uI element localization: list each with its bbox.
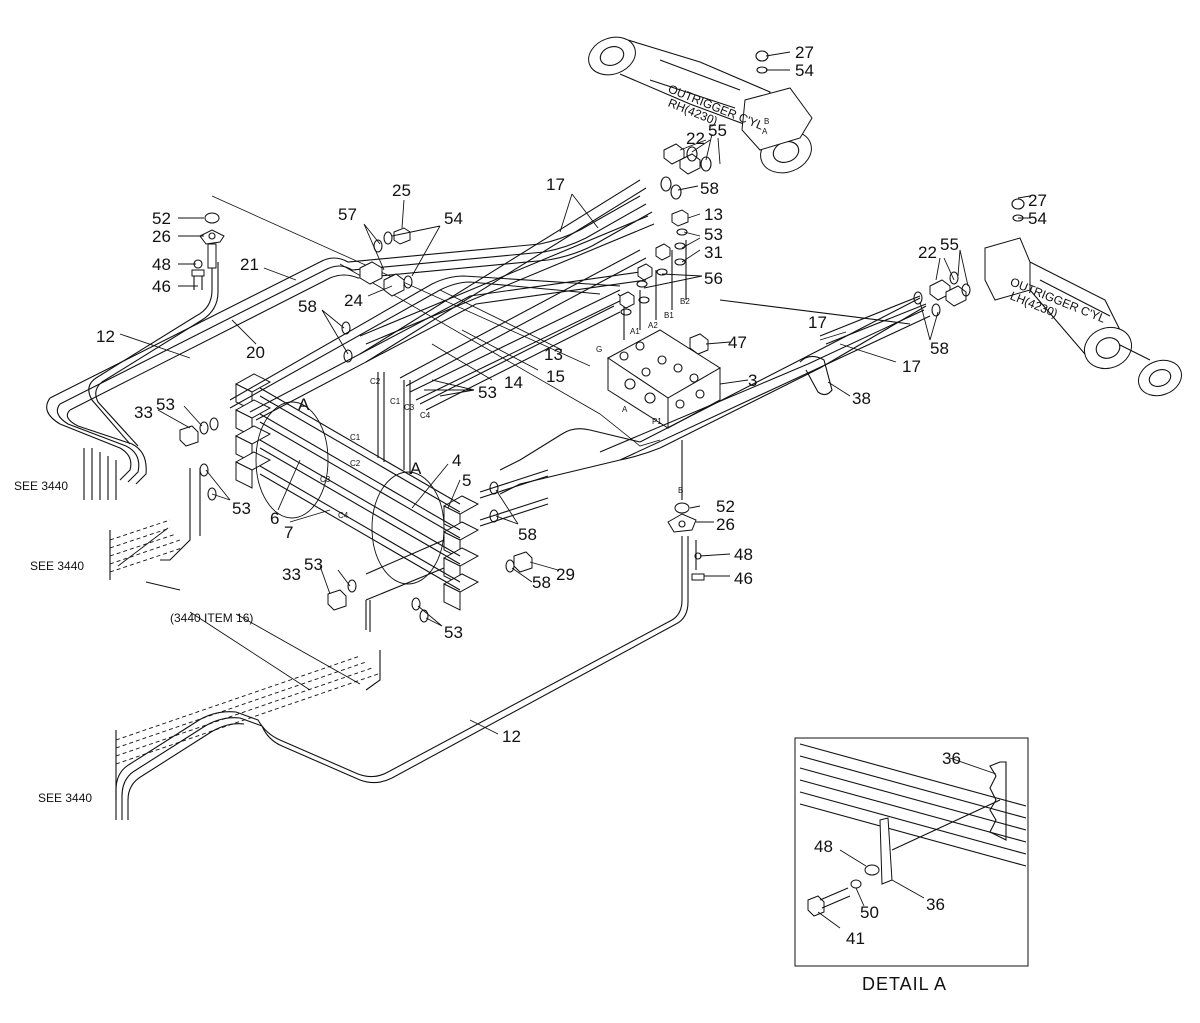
- callout-22a: 22: [686, 129, 705, 148]
- callout-46a: 46: [152, 277, 171, 296]
- callout-31: 31: [704, 243, 723, 262]
- callout-26a: 26: [152, 227, 171, 246]
- callout-55b: 55: [940, 235, 959, 254]
- port-c2-b: C2: [370, 377, 381, 386]
- callout-53b: 53: [478, 383, 497, 402]
- callout-53e: 53: [304, 555, 323, 574]
- see-3440-bottom: SEE 3440: [38, 791, 92, 805]
- detail-a-title: DETAIL A: [862, 974, 947, 994]
- callout-33a: 33: [134, 403, 153, 422]
- callout-53c: 53: [156, 395, 175, 414]
- callout-17a: 17: [546, 175, 565, 194]
- port-a2: A2: [648, 321, 658, 330]
- callout-47: 47: [728, 333, 747, 352]
- see-3440-middle: SEE 3440: [30, 559, 84, 573]
- port-c3-b: C3: [404, 403, 415, 412]
- port-a: A: [622, 405, 628, 414]
- callout-58b: 58: [298, 297, 317, 316]
- callout-15: 15: [546, 367, 565, 386]
- port-c1-b: C1: [390, 397, 401, 406]
- callout-46b: 46: [734, 569, 753, 588]
- port-c4-b: C4: [420, 411, 431, 420]
- callout-54a: 54: [795, 61, 814, 80]
- callout-53d: 53: [232, 499, 251, 518]
- leader-lines: [117, 51, 1031, 735]
- control-valve-block: A1 A2 B1 B2 G A P1 B: [596, 240, 721, 495]
- callout-a1: A: [298, 395, 310, 414]
- callout-58d: 58: [518, 525, 537, 544]
- port-c1-a: C1: [350, 433, 361, 442]
- outrigger-cylinder-rh: OUTRIGGER C'YL RH(4230) B A: [588, 36, 813, 174]
- callout-12a: 12: [96, 327, 115, 346]
- callout-48a: 48: [152, 255, 171, 274]
- pipe-runs: [46, 179, 931, 801]
- callout-7: 7: [284, 523, 293, 542]
- item-16-reference: (3440 ITEM 16): [170, 611, 253, 625]
- port-c2-a: C2: [350, 459, 361, 468]
- callout-29: 29: [556, 565, 575, 584]
- callout-53f: 53: [444, 623, 463, 642]
- callout-17b: 17: [808, 313, 827, 332]
- detail-a-box: [794, 737, 1029, 967]
- callout-20: 20: [246, 343, 265, 362]
- reference-texts: SEE 3440 SEE 3440 SEE 3440 (3440 ITEM 16…: [14, 479, 253, 805]
- outrigger-cylinder-lh: OUTRIGGER C'YL LH(4230): [984, 237, 1182, 397]
- callout-55a: 55: [708, 121, 727, 140]
- callout-52a: 52: [152, 209, 171, 228]
- callout-52b: 52: [716, 497, 735, 516]
- port-b: B: [678, 486, 683, 495]
- callout-13a: 13: [704, 205, 723, 224]
- port-c4-a: C4: [338, 511, 349, 520]
- callout-14: 14: [504, 373, 523, 392]
- callout-6: 6: [270, 509, 279, 528]
- callout-4: 4: [452, 451, 461, 470]
- callout-57: 57: [338, 205, 357, 224]
- port-a1: A1: [630, 327, 640, 336]
- port-c3-a: C3: [320, 475, 331, 484]
- port-p1: P1: [652, 417, 662, 426]
- callout-54b: 54: [444, 209, 463, 228]
- detail-a-circle-left: [255, 401, 329, 519]
- callout-21: 21: [240, 255, 259, 274]
- callout-58c: 58: [930, 339, 949, 358]
- callout-56: 56: [704, 269, 723, 288]
- detail-a-circle-right: [371, 471, 445, 585]
- callout-48c: 48: [814, 837, 833, 856]
- port-b1: B1: [664, 311, 674, 320]
- callout-58a: 58: [700, 179, 719, 198]
- callout-17c: 17: [902, 357, 921, 376]
- port-b2: B2: [680, 297, 690, 306]
- cylinder-port-rh-a: A: [762, 127, 768, 136]
- callout-12b: 12: [502, 727, 521, 746]
- callout-53a: 53: [704, 225, 723, 244]
- callout-27b: 27: [1028, 191, 1047, 210]
- callout-36b: 36: [926, 895, 945, 914]
- callout-58e: 58: [532, 573, 551, 592]
- callout-38: 38: [852, 389, 871, 408]
- callout-24: 24: [344, 291, 363, 310]
- see-3440-top: SEE 3440: [14, 479, 68, 493]
- callout-48b: 48: [734, 545, 753, 564]
- fittings: [179, 50, 1025, 623]
- part-callouts: 27 54 22 55 58 17 13 53 31 56 25 57 54 5…: [96, 43, 1047, 948]
- dashed-reference-lines: [109, 519, 379, 800]
- callout-a2: A: [410, 459, 422, 478]
- callout-22b: 22: [918, 243, 937, 262]
- callout-33b: 33: [282, 565, 301, 584]
- callout-41: 41: [846, 929, 865, 948]
- port-g: G: [596, 345, 602, 354]
- callout-27a: 27: [795, 43, 814, 62]
- cylinder-port-rh-b: B: [764, 117, 769, 126]
- callout-5: 5: [462, 471, 471, 490]
- callout-36a: 36: [942, 749, 961, 768]
- callout-26b: 26: [716, 515, 735, 534]
- callout-3: 3: [748, 371, 757, 390]
- callout-50: 50: [860, 903, 879, 922]
- callout-25: 25: [392, 181, 411, 200]
- callout-13b: 13: [544, 345, 563, 364]
- callout-54c: 54: [1028, 209, 1047, 228]
- pipe-ends: [83, 448, 129, 820]
